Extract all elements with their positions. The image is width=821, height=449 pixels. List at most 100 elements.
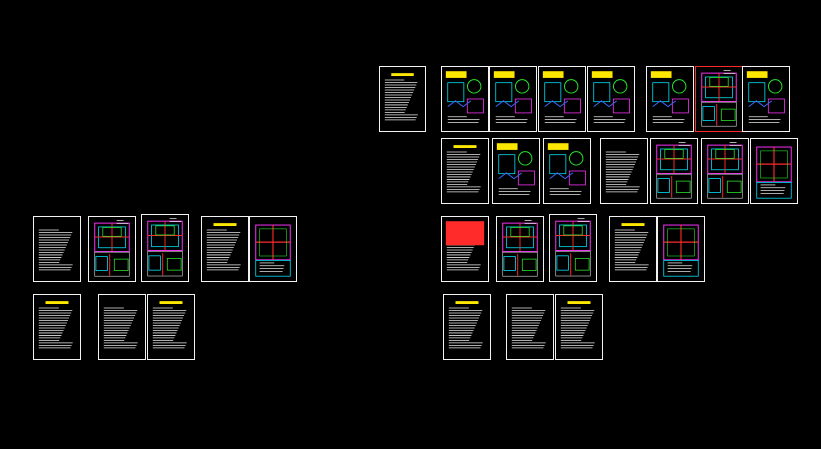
- detail-frame: [593, 82, 611, 103]
- sheet-graphics: [38, 301, 73, 349]
- sheet-graphics: [103, 307, 138, 349]
- sheet-graphics: [542, 71, 581, 123]
- detail-frame: [612, 98, 630, 114]
- elevation-outline: [555, 250, 591, 277]
- drawing-sheet-text-notes[interactable]: [441, 216, 489, 282]
- drawing-sheet-detail-drawing[interactable]: [543, 138, 591, 204]
- section-hatch: [593, 100, 618, 108]
- drawing-sheet-detail-drawing[interactable]: [441, 66, 489, 132]
- sheet-title-bar: [547, 143, 569, 150]
- sheet-title-bar: [213, 223, 237, 226]
- elevation-outline: [502, 251, 538, 277]
- detail-symbol: [569, 151, 584, 166]
- drawing-sheet-text-notes[interactable]: [441, 138, 489, 204]
- drawing-sheet-text-notes[interactable]: [609, 216, 657, 282]
- elevation-detail: [675, 180, 691, 193]
- drawing-sheet-detail-drawing[interactable]: [646, 66, 694, 132]
- section-hatch: [549, 172, 574, 180]
- elevation-detail: [657, 178, 670, 193]
- drawing-sheet-text-notes[interactable]: [33, 294, 81, 360]
- elevation-detail: [726, 180, 742, 193]
- drawing-sheet-text-notes[interactable]: [506, 294, 554, 360]
- drawing-sheet-floor-plan[interactable]: [549, 214, 597, 282]
- sheet-graphics: [496, 143, 535, 195]
- drawing-sheet-text-notes[interactable]: [201, 216, 249, 282]
- sheet-title-bar: [453, 145, 477, 148]
- drawing-sheet-text-notes[interactable]: [379, 66, 426, 132]
- drawing-sheet-section-drawing[interactable]: [750, 138, 798, 204]
- sheet-title-bar: [650, 71, 672, 78]
- room-outline: [155, 225, 175, 236]
- drawing-sheet-floor-plan[interactable]: [141, 214, 189, 282]
- section-hatch: [498, 172, 523, 180]
- drawing-sheet-text-notes[interactable]: [33, 216, 81, 282]
- sheet-title-bar: [621, 223, 645, 226]
- sheet-title-bar: [496, 143, 518, 150]
- sheet-graphics: [255, 224, 291, 277]
- sheet-graphics: [560, 301, 595, 349]
- drawing-sheet-detail-drawing[interactable]: [587, 66, 635, 132]
- drawing-sheet-text-notes[interactable]: [147, 294, 195, 360]
- drawing-sheet-floor-plan[interactable]: [695, 66, 743, 132]
- detail-symbol: [613, 79, 628, 94]
- sheet-graphics: [756, 146, 792, 199]
- detail-frame: [466, 98, 484, 114]
- drawing-sheet-section-drawing[interactable]: [249, 216, 297, 282]
- drawing-sheet-floor-plan[interactable]: [650, 138, 698, 204]
- elevation-detail: [166, 258, 182, 271]
- detail-symbol: [518, 151, 533, 166]
- drawing-sheet-detail-drawing[interactable]: [492, 138, 540, 204]
- drawing-sheet-detail-drawing[interactable]: [489, 66, 537, 132]
- elevation-detail: [574, 258, 590, 271]
- drawing-sheet-floor-plan[interactable]: [701, 138, 749, 204]
- detail-frame: [514, 98, 532, 114]
- section-detail: [663, 260, 699, 277]
- elevation-detail: [95, 256, 108, 271]
- section-hatch: [544, 100, 569, 108]
- drawing-sheet-detail-drawing[interactable]: [538, 66, 586, 132]
- drawing-sheet-detail-drawing[interactable]: [742, 66, 790, 132]
- section-detail: [255, 260, 291, 277]
- sheet-graphics: [152, 301, 187, 349]
- sheet-title-bar: [591, 71, 613, 78]
- detail-frame: [544, 82, 562, 103]
- room-outline: [102, 227, 122, 237]
- drawing-sheet-floor-plan[interactable]: [88, 216, 136, 282]
- elevation-detail: [148, 255, 161, 271]
- sheet-graphics: [94, 220, 130, 277]
- drawing-sheet-text-notes[interactable]: [555, 294, 603, 360]
- elevation-detail: [113, 258, 129, 271]
- detail-symbol: [467, 79, 482, 94]
- sheet-graphics: [707, 142, 743, 199]
- room-outline: [715, 149, 735, 159]
- section-hatch: [447, 100, 472, 108]
- drawing-sheet-text-notes[interactable]: [98, 294, 146, 360]
- sheet-graphics: [663, 224, 699, 277]
- sheet-title-bar: [567, 301, 591, 304]
- section-hatch: [495, 100, 520, 108]
- detail-frame: [517, 170, 535, 186]
- sheet-graphics: [446, 145, 481, 193]
- drawing-sheet-section-drawing[interactable]: [657, 216, 705, 282]
- section-wall: [667, 228, 695, 257]
- sheet-graphics: [511, 307, 546, 349]
- elevation-outline: [701, 101, 737, 127]
- sheet-title-bar: [455, 301, 479, 304]
- elevation-detail: [720, 108, 736, 121]
- drawing-sheet-text-notes[interactable]: [600, 138, 648, 204]
- elevation-detail: [521, 258, 537, 271]
- sheet-graphics: [384, 73, 418, 121]
- sheet-title-bar: [746, 71, 768, 78]
- elevation-detail: [556, 255, 569, 271]
- sheet-graphics: [448, 301, 483, 349]
- elevation-outline: [707, 173, 743, 199]
- section-hatch: [748, 100, 773, 108]
- section-wall: [760, 150, 788, 179]
- drawing-sheet-text-notes[interactable]: [443, 294, 491, 360]
- elevation-outline: [94, 251, 130, 277]
- sheet-graphics: [547, 143, 586, 195]
- drawing-sheet-floor-plan[interactable]: [496, 216, 544, 282]
- sheet-title-bar: [542, 71, 564, 78]
- detail-symbol: [672, 79, 687, 94]
